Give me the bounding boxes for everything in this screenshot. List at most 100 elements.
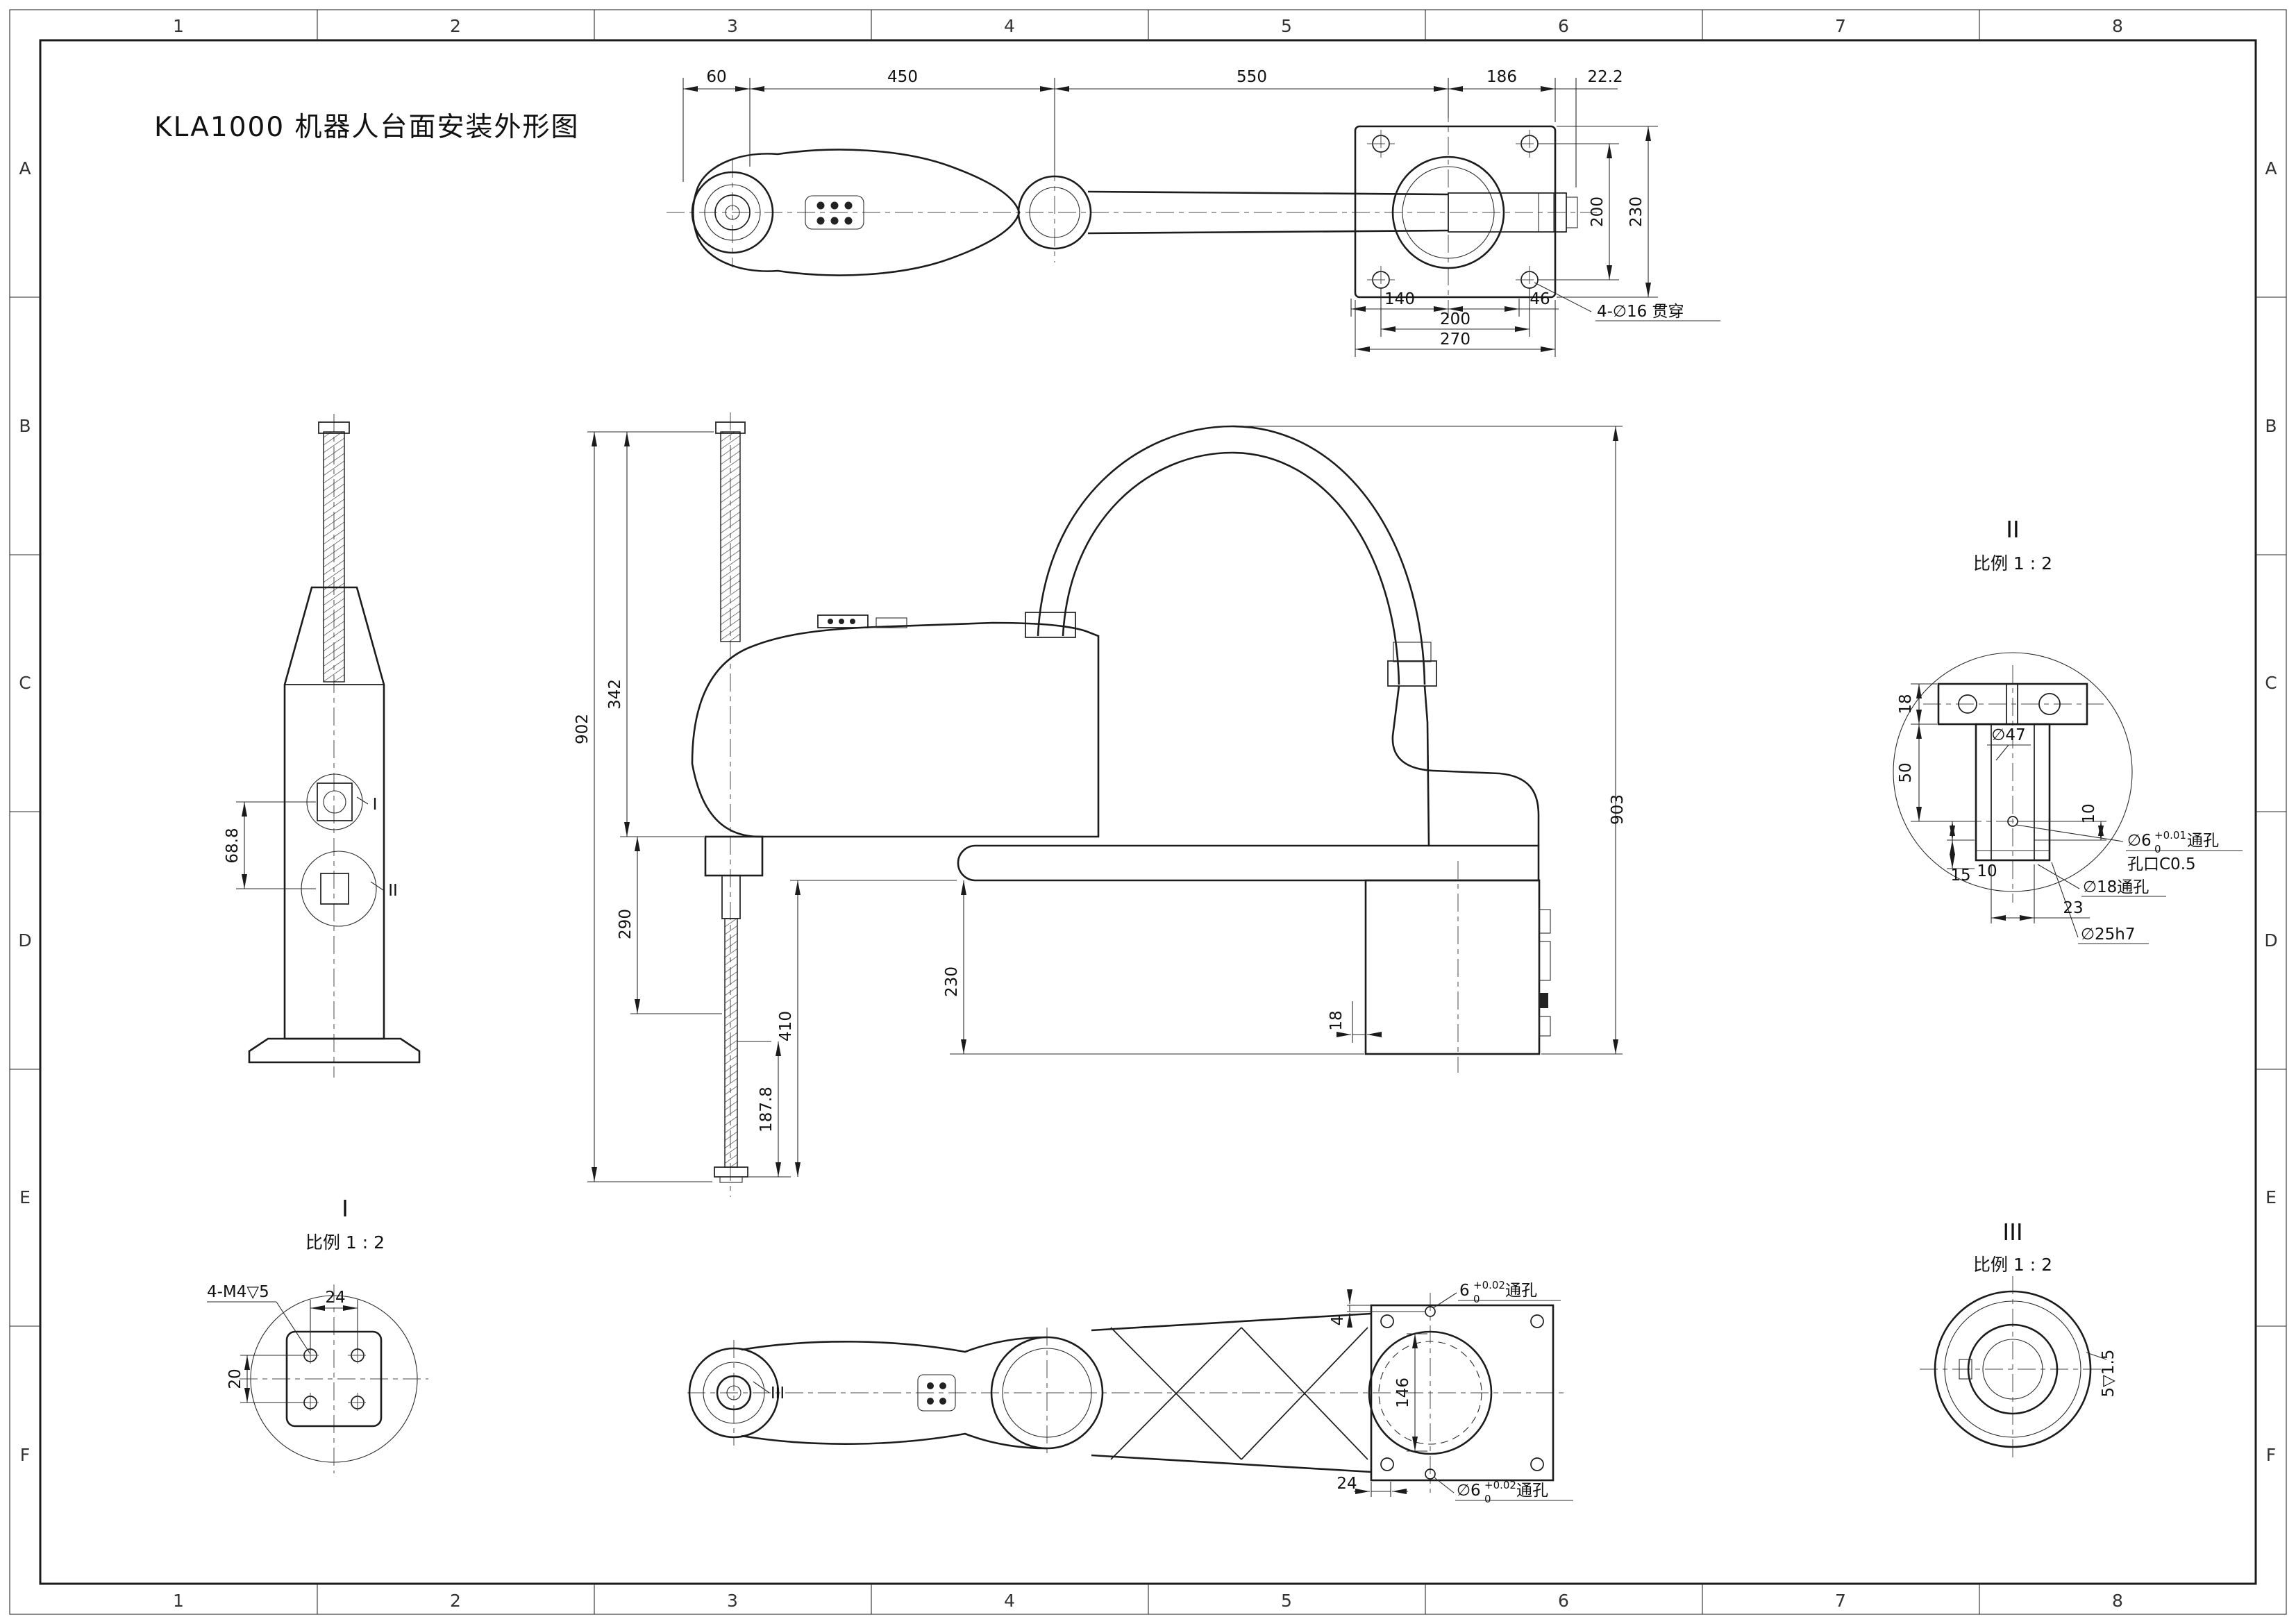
- base-column: [1364, 879, 1541, 1055]
- dim-18: 18: [1327, 1010, 1346, 1030]
- bottom-view-centerlines: [687, 1293, 1568, 1493]
- dim-46: 46: [1530, 290, 1550, 308]
- detail-II-hole6-note: ∅6: [2127, 832, 2152, 850]
- dim-550: 550: [1237, 68, 1267, 86]
- detail-II-boundary: [1893, 652, 2133, 892]
- detail-II-dim-23: 23: [2063, 899, 2083, 917]
- zone-row-left-D: D: [18, 930, 31, 951]
- dim-187-8: 187.8: [757, 1087, 776, 1132]
- dim-60: 60: [706, 68, 726, 86]
- dim-22-2: 22.2: [1587, 68, 1623, 86]
- dim-200-vertical: 200: [1589, 196, 1607, 227]
- zone-col-bottom-3: 3: [727, 1591, 738, 1611]
- arm-lattice-ribs: [1110, 1327, 1368, 1460]
- second-arm-housing: [691, 621, 1100, 838]
- detail-II-dim-15: 15: [1950, 867, 1970, 885]
- front-view: 902 342 290 410 187.8 230 903 18: [573, 412, 1627, 1197]
- detail-II-hole6-tol-sup: +0.01: [2154, 829, 2186, 842]
- zone-col-bottom-1: 1: [173, 1591, 184, 1611]
- dim-410: 410: [777, 1011, 795, 1041]
- note-4xd16-through: 4-∅16 贯穿: [1597, 303, 1684, 321]
- zone-col-bottom-6: 6: [1558, 1591, 1569, 1611]
- zone-col-top-8: 8: [2112, 16, 2123, 36]
- zone-col-bottom-8: 8: [2112, 1591, 2123, 1611]
- top-view-centerlines: [667, 104, 1597, 319]
- detail-I-label: I: [342, 1195, 349, 1222]
- bottom-view-dimensions: III 4 6 +0.02 0 通孔 146 24 ∅6 +0.02 0 通孔: [753, 1279, 1573, 1505]
- dim-140: 140: [1384, 290, 1415, 308]
- dim-290: 290: [617, 909, 635, 939]
- detail-II-hole6-suffix: 通孔: [2187, 832, 2219, 850]
- detail-III-dim-5: 5▽1.5: [2100, 1350, 2118, 1398]
- detail-I-dimensions: 24 20 4-M4▽5: [207, 1283, 358, 1403]
- front-view-dimensions: 902 342 290 410 187.8 230 903 18: [573, 426, 1627, 1182]
- zone-labels: 1 2 3 4 5 6 7 8 1 2 3 4 5 6 7 8 A B C D …: [18, 16, 2277, 1611]
- left-view-dimensions: 68.8 I II: [224, 796, 398, 900]
- front-view-geometry: [691, 421, 1551, 1183]
- dim-450: 450: [887, 68, 918, 86]
- detail-III-dimensions: 5▽1.5: [2086, 1350, 2118, 1398]
- cable-duct-outer: [1037, 425, 1426, 685]
- keyway: [1959, 1359, 1972, 1380]
- zone-row-left-E: E: [19, 1187, 31, 1207]
- dim-68-8: 68.8: [224, 828, 242, 863]
- bottom-view-hole6-top: 6: [1459, 1282, 1470, 1300]
- bottom-view: III 4 6 +0.02 0 通孔 146 24 ∅6 +0.02 0 通孔: [687, 1279, 1573, 1505]
- zone-col-top-3: 3: [727, 16, 738, 36]
- bottom-view-hole6-bottom-suffix: 通孔: [1516, 1482, 1548, 1500]
- dim-200-bottom: 200: [1440, 310, 1470, 328]
- zone-col-top-4: 4: [1004, 16, 1015, 36]
- detail-III-view: 5▽1.5 III 比例 1 : 2: [1920, 1219, 2118, 1462]
- drawing-title: KLA1000 机器人台面安装外形图: [154, 112, 580, 143]
- detail-mark-II: II: [388, 882, 398, 900]
- bottom-view-hole6-top-tol-sup: +0.02: [1473, 1279, 1505, 1291]
- bottom-view-dim-146: 146: [1394, 1378, 1412, 1408]
- detail-I-dim-24: 24: [325, 1289, 345, 1307]
- zone-col-top-6: 6: [1558, 16, 1569, 36]
- first-arm: [957, 844, 1540, 882]
- dim-270: 270: [1440, 330, 1470, 349]
- ball-screw-shaft: [323, 431, 345, 683]
- left-side-view: 68.8 I II: [224, 414, 421, 1078]
- detail-I-geometry: [285, 1330, 383, 1428]
- bottom-view-hole6-top-tol-sub: 0: [1473, 1293, 1480, 1305]
- zone-row-left-B: B: [19, 416, 31, 436]
- zone-col-top-1: 1: [173, 16, 184, 36]
- sheet-border: 1 2 3 4 5 6 7 8 1 2 3 4 5 6 7 8 A B C D …: [9, 9, 2287, 1615]
- dim-230-vertical: 230: [1627, 196, 1645, 227]
- zone-col-top-7: 7: [1835, 16, 1846, 36]
- detail-II-chamfer-note: 孔口C0.5: [2127, 855, 2196, 873]
- detail-II-geometry: [1937, 683, 2088, 862]
- detail-I-view: 24 20 4-M4▽5 I 比例 1 : 2: [207, 1195, 428, 1473]
- detail-II-dim-10-right: 10: [2080, 803, 2098, 823]
- detail-I-thread-note: 4-M4▽5: [207, 1283, 269, 1301]
- bottom-view-hole6-bottom-tol-sub: 0: [1484, 1493, 1491, 1505]
- zone-row-right-C: C: [2265, 673, 2277, 693]
- detail-III-label: III: [2002, 1219, 2022, 1246]
- zone-row-right-A: A: [2265, 158, 2277, 178]
- zone-row-right-E: E: [2265, 1187, 2277, 1207]
- zone-col-top-2: 2: [450, 16, 461, 36]
- zone-row-left-A: A: [19, 158, 31, 178]
- top-view-dimensions: 60 450 550 186 22.2 200 230 140 46 200 2…: [682, 68, 1720, 357]
- detail-II-dim-d25h7: ∅25h7: [2081, 926, 2136, 944]
- detail-I-scale: 比例 1 : 2: [305, 1232, 385, 1253]
- zone-col-bottom-5: 5: [1281, 1591, 1292, 1611]
- dim-902: 902: [573, 714, 592, 744]
- zone-col-top-5: 5: [1281, 16, 1292, 36]
- detail-II-scale: 比例 1 : 2: [1973, 553, 2052, 574]
- zone-col-bottom-2: 2: [450, 1591, 461, 1611]
- detail-II-hole18-note: ∅18通孔: [2083, 878, 2149, 896]
- base-plate-bolt-holes: [1372, 135, 1539, 289]
- detail-II-dim-50: 50: [1897, 762, 1915, 782]
- detail-II-label: II: [2006, 516, 2019, 543]
- detail-III-geometry: [1934, 1290, 2092, 1448]
- left-view-geometry: [248, 421, 421, 1064]
- bottom-view-dim-4: 4: [1329, 1316, 1347, 1326]
- dim-903: 903: [1609, 794, 1627, 825]
- zone-row-left-F: F: [20, 1445, 30, 1465]
- zone-col-bottom-4: 4: [1004, 1591, 1015, 1611]
- dim-342: 342: [606, 679, 624, 710]
- zone-row-right-B: B: [2265, 416, 2277, 436]
